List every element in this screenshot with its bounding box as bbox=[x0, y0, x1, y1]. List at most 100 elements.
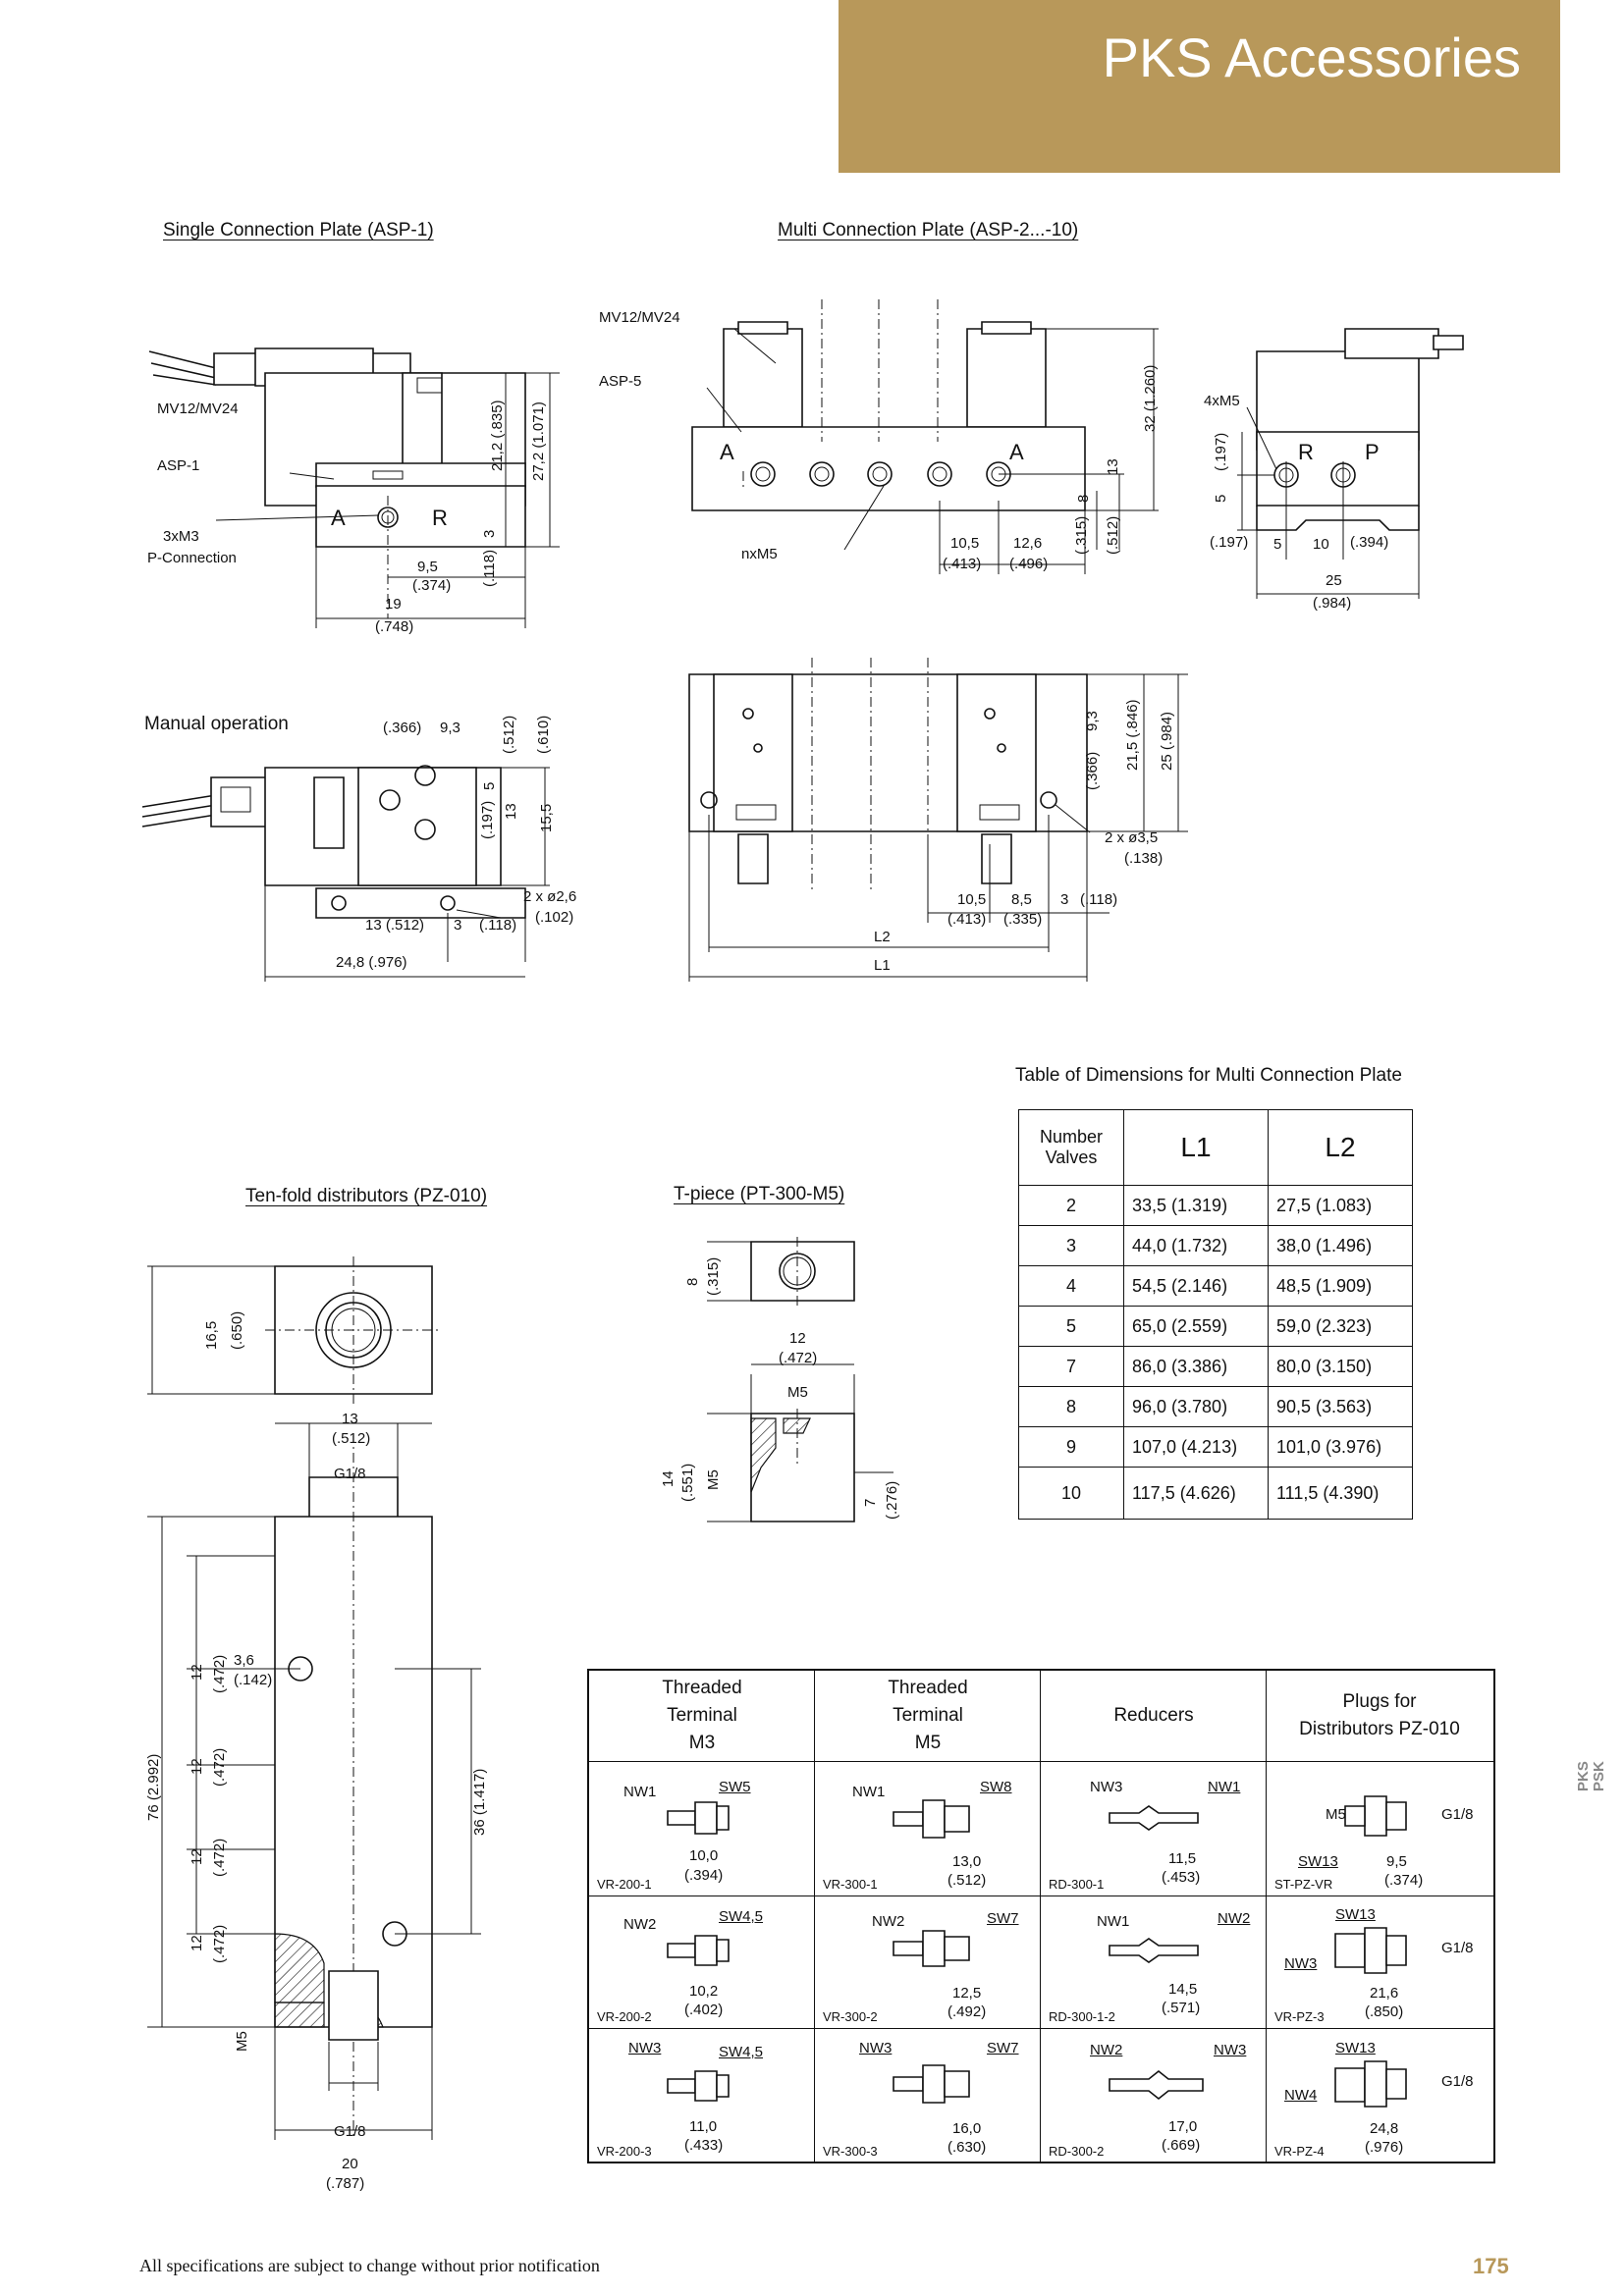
acc-10-code: RD-300-2 bbox=[1049, 2144, 1105, 2159]
multi-dim-496: (.496) bbox=[1009, 556, 1049, 572]
acc-10-dim: 17,0 bbox=[1168, 2118, 1198, 2135]
top-dim-366: (.366) bbox=[1084, 751, 1101, 790]
manual-dim-93: 9,3 bbox=[440, 720, 460, 736]
single-pconn-label: P-Connection bbox=[147, 550, 237, 566]
acc-1-dim: 13,0 bbox=[952, 1853, 982, 1870]
top-hole-label: 2 x ø3,5 bbox=[1105, 829, 1159, 846]
cell-l1: 65,0 (2.559) bbox=[1123, 1306, 1269, 1347]
tenfold-m5: M5 bbox=[234, 2031, 250, 2052]
top-dim-25: 25 (.984) bbox=[1159, 711, 1175, 771]
top-hole-inch: (.138) bbox=[1124, 850, 1164, 867]
acc-2-code: RD-300-1 bbox=[1049, 1877, 1105, 1892]
acc-7-g18: G1/8 bbox=[1441, 1940, 1474, 1956]
side-dim-197: (.197) bbox=[1213, 432, 1229, 471]
acc-11-nw: NW4 bbox=[1284, 2087, 1318, 2104]
acc-3-code: ST-PZ-VR bbox=[1274, 1877, 1333, 1892]
side-m5-label: 4xM5 bbox=[1204, 393, 1240, 409]
acc-10-nw: NW2 bbox=[1090, 2042, 1123, 2058]
acc-10-sw: NW3 bbox=[1214, 2042, 1247, 2058]
single-dim-272: 27,2 (1.071) bbox=[530, 401, 547, 481]
single-m3-label: 3xM3 bbox=[163, 528, 199, 545]
acc-5-nw: NW2 bbox=[872, 1913, 905, 1930]
multi-dim-413: (.413) bbox=[943, 556, 982, 572]
manual-dim-5: 5 bbox=[481, 781, 498, 790]
acc-0-code: VR-200-1 bbox=[597, 1877, 652, 1892]
multi-dim-32: 32 (1.260) bbox=[1142, 364, 1159, 432]
acc-6-dim: 14,5 bbox=[1168, 1981, 1198, 1998]
acc-9-nw: NW3 bbox=[859, 2040, 893, 2056]
tpiece-m5-top: M5 bbox=[787, 1384, 808, 1401]
page-number: 175 bbox=[1473, 2254, 1509, 2278]
cell-valves: 3 bbox=[1018, 1225, 1124, 1266]
cell-valves: 5 bbox=[1018, 1306, 1124, 1347]
acc-1-sw: SW8 bbox=[980, 1779, 1012, 1795]
tpiece-dim-472: (.472) bbox=[779, 1350, 818, 1366]
tenfold-dim-76: 76 (2.992) bbox=[145, 1753, 162, 1821]
multi-dim-126: 12,6 bbox=[1013, 535, 1043, 552]
tpiece-dim-8: 8 bbox=[684, 1277, 701, 1286]
top-dim-215: 21,5 (.846) bbox=[1124, 699, 1141, 771]
acc-5-code: VR-300-2 bbox=[823, 2009, 878, 2024]
acc-11-dim: 24,8 bbox=[1370, 2120, 1399, 2137]
acc-11-g18: G1/8 bbox=[1441, 2073, 1474, 2090]
acc-4-nw: NW2 bbox=[623, 1916, 657, 1933]
acc-6-sw: NW2 bbox=[1218, 1910, 1251, 1927]
tenfold-dim-12d: 12 bbox=[189, 1935, 205, 1951]
caption-manual-operation: Manual operation bbox=[144, 714, 289, 734]
acc-7-nw: NW3 bbox=[1284, 1955, 1318, 1972]
fittings-drawings bbox=[589, 1671, 1497, 2165]
multi-a1-port: A bbox=[720, 440, 734, 464]
acc-4-dim: 10,2 bbox=[689, 1983, 719, 2000]
cell-l2: 101,0 (3.976) bbox=[1268, 1426, 1413, 1468]
acc-11-code: VR-PZ-4 bbox=[1274, 2144, 1325, 2159]
tenfold-drawing bbox=[147, 1256, 540, 2174]
acc-3-inch: (.374) bbox=[1384, 1872, 1424, 1889]
multi-dim-315: (.315) bbox=[1073, 515, 1090, 555]
acc-4-inch: (.402) bbox=[684, 2002, 724, 2018]
cell-l1: 33,5 (1.319) bbox=[1123, 1185, 1269, 1226]
acc-5-sw: SW7 bbox=[987, 1910, 1019, 1927]
acc-4-sw: SW4,5 bbox=[719, 1908, 764, 1925]
multi-plate-front-drawing bbox=[687, 294, 1198, 589]
cell-l1: 44,0 (1.732) bbox=[1123, 1225, 1269, 1266]
side-p-port: P bbox=[1365, 440, 1380, 464]
header-l2: L2 bbox=[1268, 1109, 1413, 1186]
accessories-table: Threaded Terminal M3 Threaded Terminal M… bbox=[587, 1669, 1495, 2163]
side-dim-10: 10 bbox=[1313, 536, 1329, 553]
acc-7-sw: SW13 bbox=[1335, 1906, 1376, 1923]
manual-hole-inch: (.102) bbox=[535, 909, 574, 926]
cell-valves: 10 bbox=[1018, 1467, 1124, 1520]
acc-3-g18: G1/8 bbox=[1441, 1806, 1474, 1823]
acc-9-sw: SW7 bbox=[987, 2040, 1019, 2056]
acc-0-sw: SW5 bbox=[719, 1779, 751, 1795]
acc-8-inch: (.433) bbox=[684, 2137, 724, 2154]
acc-8-dim: 11,0 bbox=[689, 2118, 718, 2135]
single-dim-748: (.748) bbox=[375, 618, 414, 635]
acc-7-inch: (.850) bbox=[1365, 2003, 1404, 2020]
tenfold-dim-650: (.650) bbox=[229, 1310, 245, 1350]
acc-6-code: RD-300-1-2 bbox=[1049, 2009, 1115, 2024]
acc-2-sw: NW1 bbox=[1208, 1779, 1241, 1795]
header-threaded-m5: Threaded Terminal M5 bbox=[888, 1678, 968, 1753]
tenfold-g18-bottom: G1/8 bbox=[334, 2123, 366, 2140]
manual-dim-610: (.610) bbox=[535, 715, 552, 754]
acc-1-nw: NW1 bbox=[852, 1784, 886, 1800]
manual-operation-drawing bbox=[137, 726, 579, 991]
caption-dimension-table: Table of Dimensions for Multi Connection… bbox=[1015, 1065, 1402, 1086]
top-dim-l1: L1 bbox=[874, 957, 891, 974]
single-a-port: A bbox=[331, 506, 346, 530]
tenfold-dim-787: (.787) bbox=[326, 2175, 365, 2192]
manual-dim-155: 15,5 bbox=[538, 803, 555, 832]
tpiece-m5-side: M5 bbox=[705, 1469, 722, 1490]
top-dim-105: 10,5 bbox=[957, 891, 987, 908]
acc-3-m5: M5 bbox=[1326, 1806, 1346, 1823]
acc-9-dim: 16,0 bbox=[952, 2120, 982, 2137]
header-band: PKS Accessories bbox=[839, 0, 1560, 173]
